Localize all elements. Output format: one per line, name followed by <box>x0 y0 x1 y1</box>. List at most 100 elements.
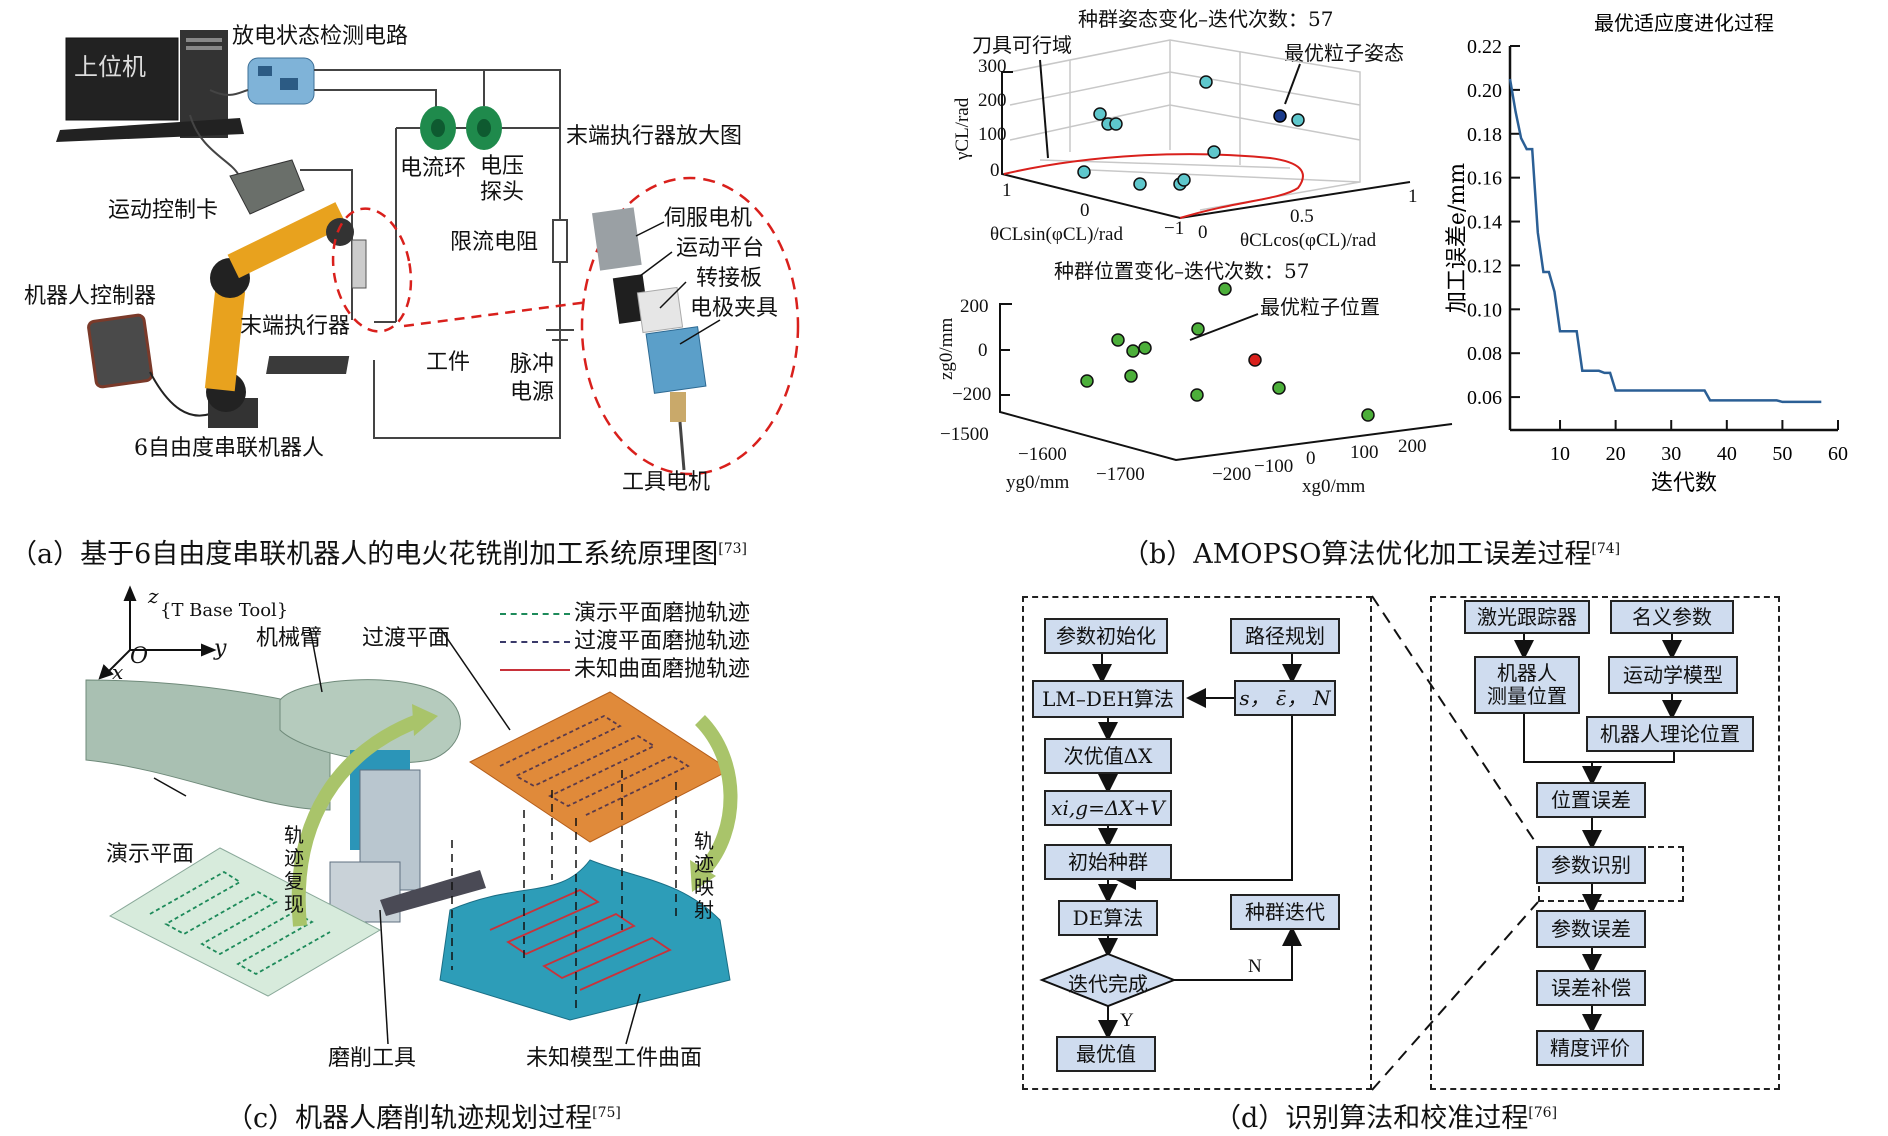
position-xtick-200: 200 <box>1398 436 1427 457</box>
pose-xtick-1: 1 <box>1408 186 1418 207</box>
y-tick-label: 0.16 <box>1467 168 1502 190</box>
param-init-box: 参数初始化 <box>1044 618 1168 654</box>
pulse-power-label-1: 脉冲 <box>510 352 555 377</box>
voltage-probe-icon <box>466 70 502 150</box>
workpiece-label: 工件 <box>426 350 471 375</box>
pulse-power-label-2: 电源 <box>510 380 555 405</box>
best-pose-point <box>1273 109 1287 123</box>
position-point <box>1124 369 1138 383</box>
electrode-fixture-label: 电极夹具 <box>690 296 779 321</box>
pose-ylabel: θCLsin(φCL)/rad <box>990 224 1123 245</box>
kinematic-model-box: 运动学模型 <box>1608 656 1738 694</box>
unknown-surface-icon <box>439 859 731 1021</box>
legend-item-transition: 过渡平面磨抛轨迹 <box>500 628 750 656</box>
x-tick-label: 60 <box>1828 443 1848 465</box>
de-box: DE算法 <box>1058 900 1158 936</box>
panel-a-diagram <box>56 30 800 476</box>
position-point <box>1218 282 1232 296</box>
reproduce-label: 轨迹复现 <box>284 823 304 916</box>
pose-3d-plot <box>1001 39 1411 220</box>
panel-c-caption: （c）机器人磨削轨迹规划过程[75] <box>226 1103 621 1134</box>
left-process-box <box>1022 596 1372 1090</box>
host-pc-icon <box>56 30 244 142</box>
xig-box: xi,g=ΔX+V <box>1044 790 1172 826</box>
x-tick-label: 50 <box>1772 443 1792 465</box>
pose-point <box>1077 165 1091 179</box>
motion-card-label: 运动控制卡 <box>108 198 219 223</box>
robot-controller-icon <box>87 313 154 389</box>
accuracy-eval-box: 精度评价 <box>1536 1030 1644 1066</box>
robot-arm-label: 机械臂 <box>256 626 323 651</box>
position-ztick-0: 0 <box>978 340 988 361</box>
voltage-probe-label-2: 探头 <box>480 180 525 205</box>
y-tick-label: 0.08 <box>1467 343 1502 365</box>
y-tick-label: 0.06 <box>1467 387 1502 409</box>
pop-iter-box: 种群迭代 <box>1230 894 1340 930</box>
iter-done-label: 迭代完成 <box>1068 972 1148 996</box>
pose-ztick-300: 300 <box>978 56 1007 77</box>
x-axis-label: x <box>112 660 124 684</box>
measured-pos-box: 机器人 测量位置 <box>1474 656 1580 714</box>
workpiece-icon <box>266 356 350 374</box>
z-axis-label: z <box>148 584 159 608</box>
pose-point <box>1199 75 1213 89</box>
mapping-label: 轨迹映射 <box>694 829 714 922</box>
pose-ytick-1: 1 <box>1002 180 1012 201</box>
best-pose-label: 最优粒子姿态 <box>1284 41 1404 65</box>
motion-card-icon <box>229 159 305 215</box>
resistor-icon <box>552 219 568 263</box>
x-axis-label: 迭代数 <box>1651 471 1717 496</box>
position-ytick-1700: −1700 <box>1096 464 1145 485</box>
pulse-power-icon <box>546 329 574 438</box>
param-id-box: 参数识别 <box>1536 846 1646 884</box>
pose-xlabel: θCLcos(φCL)/rad <box>1240 230 1377 251</box>
mapping-arrow-icon <box>694 715 738 875</box>
fitness-line-chart: 最优适应度进化过程0.060.080.100.120.140.160.180.2… <box>1445 11 1848 496</box>
end-effector-highlight <box>331 207 413 333</box>
pose-xtick-05: 0.5 <box>1290 206 1314 227</box>
pose-xtick-0: 0 <box>1198 222 1208 243</box>
coordinate-frame-icon <box>98 585 217 680</box>
pose-point <box>1207 145 1221 159</box>
no-label: N <box>1248 956 1262 977</box>
position-point <box>1111 333 1125 347</box>
position-xtick-neg200: −200 <box>1212 464 1252 485</box>
limit-resistor-label: 限流电阻 <box>450 230 539 255</box>
theoretical-pos-box: 机器人理论位置 <box>1586 716 1754 752</box>
s-eps-n-box: s， ε̄， N <box>1234 680 1336 716</box>
best-position-point <box>1248 353 1262 367</box>
x-tick-label: 10 <box>1550 443 1570 465</box>
yes-label: Y <box>1120 1010 1134 1031</box>
pose-ztick-0: 0 <box>990 160 1000 181</box>
end-effector-label: 末端执行器 <box>240 314 351 339</box>
pose-point <box>1133 177 1147 191</box>
end-effector-detail-icon <box>592 207 707 471</box>
y-tick-label: 0.18 <box>1467 124 1502 146</box>
chart-title: 最优适应度进化过程 <box>1594 11 1774 35</box>
unknown-trajectory <box>489 888 672 991</box>
panel-b-caption: （b）AMOPSO算法优化加工误差过程[74] <box>1122 539 1621 570</box>
pose-point <box>1093 107 1107 121</box>
y-axis-label: 加工误差e/mm <box>1445 163 1470 313</box>
panel-a-caption: （a）基于6自由度串联机器人的电火花铣削加工系统原理图[73] <box>10 539 748 570</box>
nominal-param-box: 名义参数 <box>1610 600 1734 634</box>
position-ztick-neg200: −200 <box>952 384 992 405</box>
position-xtick-100: 100 <box>1350 442 1379 463</box>
demo-plane-icon <box>108 847 382 997</box>
pos-error-box: 位置误差 <box>1536 782 1646 818</box>
pose-ztick-100: 100 <box>978 124 1007 145</box>
servo-motor-label: 伺服电机 <box>664 206 753 231</box>
right-process-box <box>1430 596 1780 1090</box>
laser-tracker-box: 激光跟踪器 <box>1464 600 1590 634</box>
position-ztick-200: 200 <box>960 296 989 317</box>
position-point <box>1272 381 1286 395</box>
pose-ytick-neg1: −1 <box>1164 218 1185 239</box>
optimum-box: 最优值 <box>1056 1036 1156 1072</box>
robot-arm-icon <box>204 202 367 428</box>
x-tick-label: 30 <box>1661 443 1681 465</box>
param-error-box: 参数误差 <box>1536 910 1646 948</box>
position-xtick-neg100: −100 <box>1254 456 1294 477</box>
pose-point <box>1177 173 1191 187</box>
reproduce-arrow-icon <box>291 713 423 927</box>
